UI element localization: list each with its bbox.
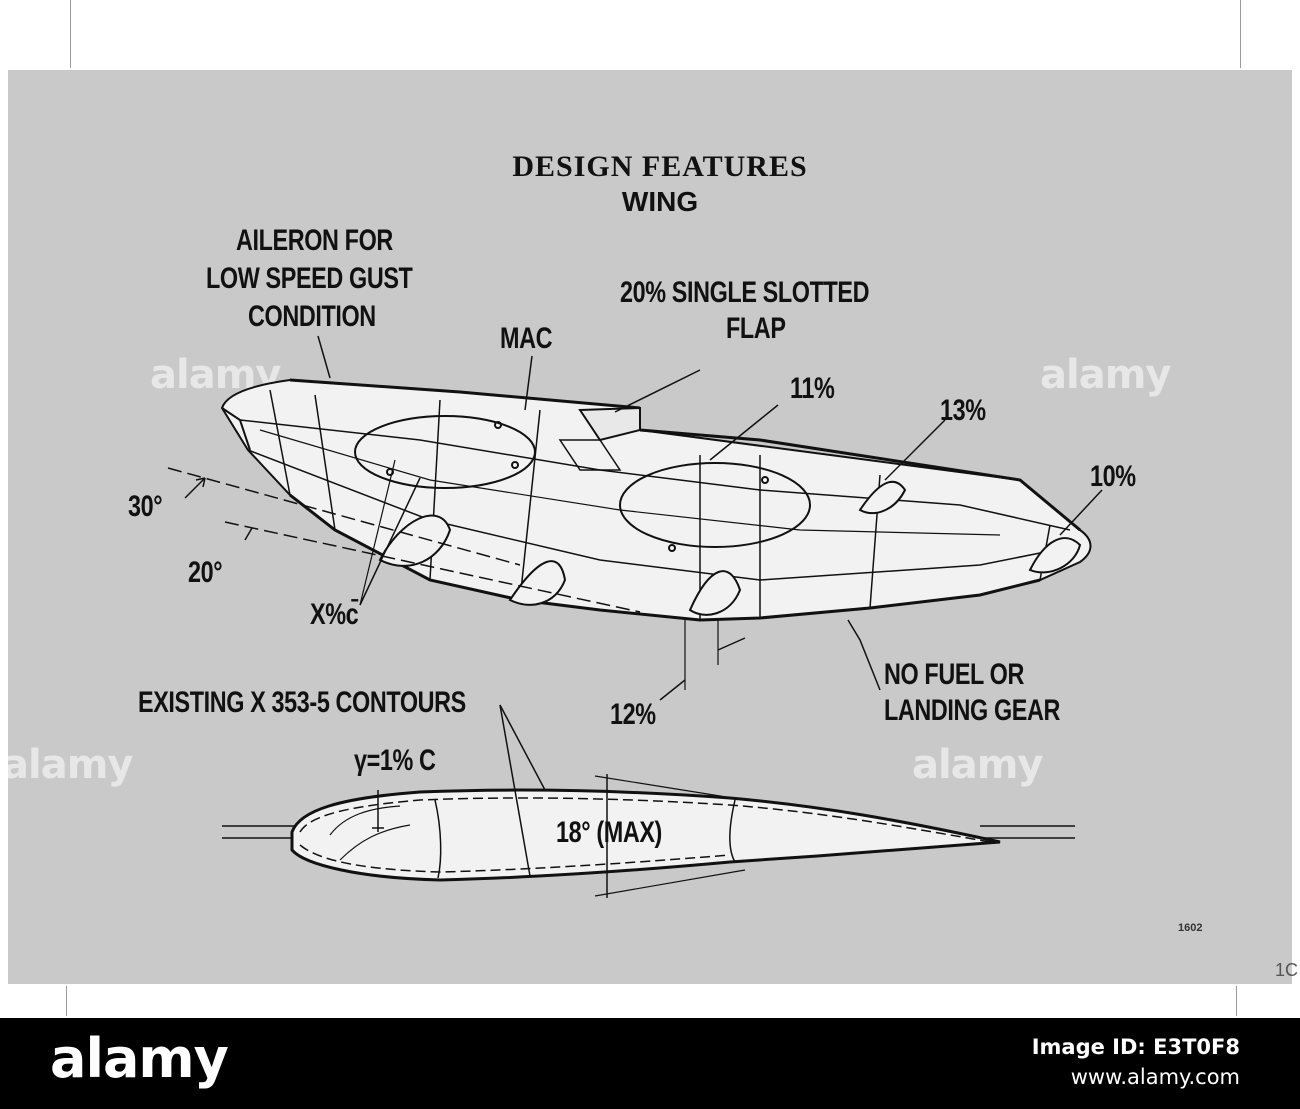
crop-mark-right bbox=[1240, 0, 1241, 68]
sweep-arrow-20 bbox=[244, 527, 253, 541]
flap-label-line1: 20% SINGLE SLOTTED bbox=[620, 276, 870, 309]
page-title: DESIGN FEATURES bbox=[512, 150, 808, 183]
airfoil-axis bbox=[222, 825, 1075, 839]
camber-marker bbox=[372, 790, 384, 832]
sweep-label-30: 30° bbox=[128, 490, 163, 523]
flap-slot bbox=[558, 439, 622, 471]
flap-label-line2: FLAP bbox=[726, 312, 786, 345]
no-fuel-label-line2: LANDING GEAR bbox=[884, 694, 1061, 727]
contour-leader-2 bbox=[499, 704, 531, 877]
mac-label: MAC bbox=[500, 322, 553, 355]
thickness-label-13: 13% bbox=[940, 394, 986, 427]
sweep-line-20 bbox=[224, 521, 641, 613]
airfoil-inner-leading bbox=[329, 805, 411, 861]
leader-flap bbox=[614, 369, 701, 413]
max-angle-label: 18° (MAX) bbox=[556, 816, 662, 849]
section-pod-tip bbox=[1028, 537, 1082, 574]
rib-1 bbox=[269, 389, 291, 496]
wing-trailing-edge bbox=[289, 378, 1081, 532]
footer-meta: Image ID: E3T0F8 www.alamy.com bbox=[920, 1035, 1240, 1089]
site-link[interactable]: www.alamy.com bbox=[1070, 1065, 1240, 1089]
dim-12-arrow bbox=[659, 637, 746, 701]
section-pod-outer bbox=[858, 480, 907, 515]
chord-position-label: X%c̄ bbox=[310, 598, 359, 631]
contour-leader-1 bbox=[499, 704, 546, 791]
crop-mark-bottom-left bbox=[66, 986, 67, 1016]
plate-number: 1602 bbox=[1178, 922, 1203, 934]
angle-line-bottom bbox=[594, 869, 746, 897]
page-subtitle: WING bbox=[621, 186, 699, 217]
airfoil-spar-front bbox=[434, 799, 442, 879]
airfoil-contour-dashed-lower bbox=[299, 844, 731, 873]
access-panel-right bbox=[619, 462, 811, 548]
watermark: alamy bbox=[912, 742, 1043, 788]
airfoil-spar-rear bbox=[729, 799, 736, 863]
leader-xc-2 bbox=[359, 459, 396, 606]
rib-2 bbox=[314, 394, 336, 531]
leader-11 bbox=[709, 404, 779, 461]
flap-outline bbox=[578, 406, 641, 442]
image-id: Image ID: E3T0F8 bbox=[1031, 1035, 1240, 1059]
thickness-label-12: 12% bbox=[610, 698, 656, 731]
sweep-arrow-30 bbox=[184, 477, 206, 499]
leader-no-fuel bbox=[847, 619, 881, 691]
contours-label: EXISTING X 353-5 CONTOURS bbox=[138, 686, 466, 719]
no-fuel-label-line1: NO FUEL OR bbox=[884, 658, 1024, 691]
section-pod-right bbox=[688, 570, 742, 616]
leader-aileron bbox=[317, 335, 331, 379]
aileron-label-line2: LOW SPEED GUST bbox=[206, 262, 413, 295]
watermark: alamy bbox=[2, 742, 133, 788]
leader-mac bbox=[524, 355, 533, 411]
sweep-line-30 bbox=[167, 467, 521, 566]
airfoil-outline bbox=[290, 788, 1001, 882]
crop-mark-left bbox=[70, 0, 71, 68]
leader-xc bbox=[359, 477, 421, 606]
camber-label: γ=1% C bbox=[354, 744, 436, 777]
footer-bar bbox=[0, 1018, 1300, 1109]
aileron-label-line3: CONDITION bbox=[248, 300, 376, 333]
rear-spar-line bbox=[239, 419, 1071, 531]
thickness-label-11: 11% bbox=[790, 372, 835, 405]
crop-mark-bottom-right bbox=[1236, 986, 1237, 1016]
access-panel-left bbox=[354, 415, 536, 489]
edge-mark: 1C bbox=[1275, 960, 1299, 980]
angle-line-top bbox=[594, 775, 746, 801]
watermark: alamy bbox=[1040, 352, 1171, 398]
rib-4 bbox=[519, 409, 541, 601]
front-spar-line bbox=[247, 449, 1081, 581]
footer-logo[interactable]: alamy bbox=[50, 1027, 229, 1090]
leader-13 bbox=[884, 419, 946, 481]
section-pod-mid bbox=[508, 560, 567, 606]
sweep-label-20: 20° bbox=[188, 556, 223, 589]
airfoil-contour-dashed bbox=[299, 797, 991, 843]
wingtip-left bbox=[221, 407, 251, 451]
aileron-label-line1: AILERON FOR bbox=[236, 224, 393, 257]
leader-10 bbox=[1059, 489, 1103, 536]
thickness-label-10: 10% bbox=[1090, 460, 1136, 493]
